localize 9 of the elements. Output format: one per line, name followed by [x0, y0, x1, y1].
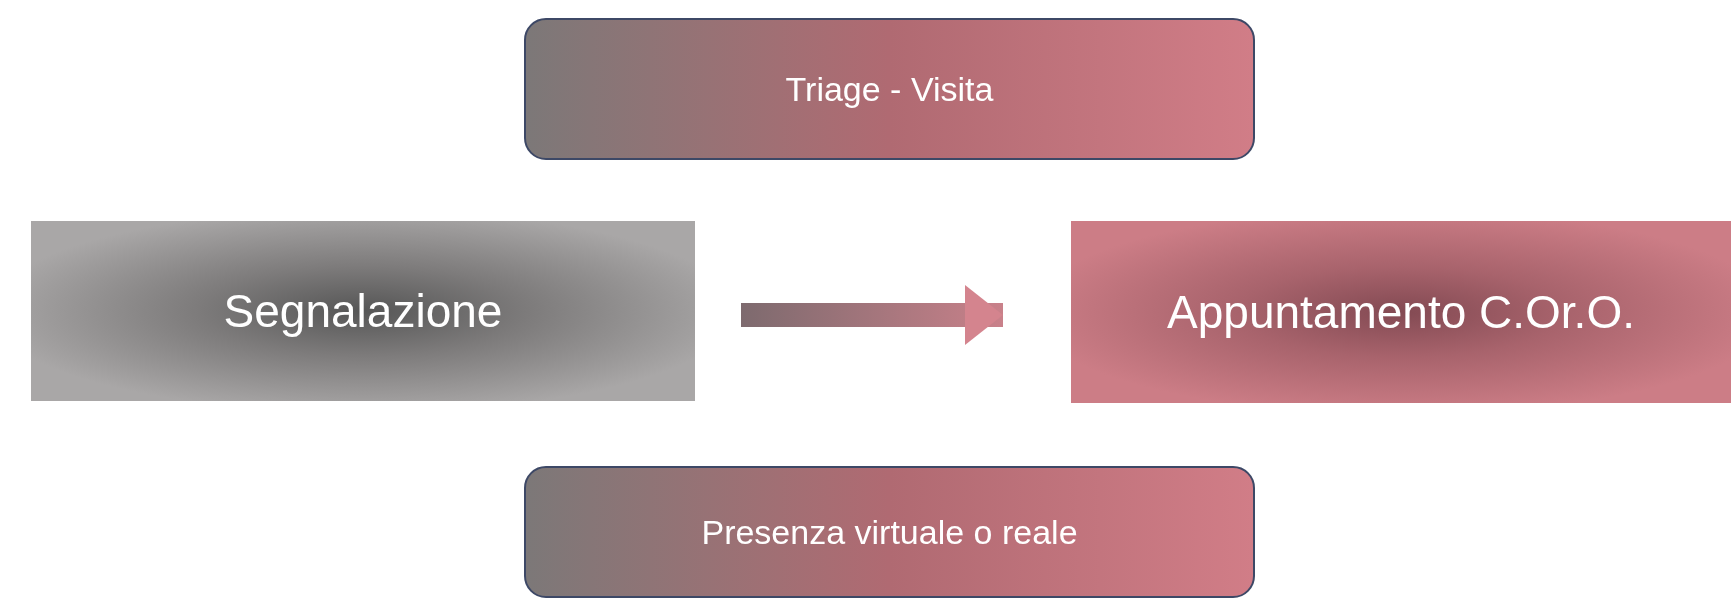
- block-arrow: [741, 285, 1003, 345]
- node-label: Segnalazione: [223, 283, 503, 339]
- rounded-box: [524, 18, 1255, 160]
- node-label: Triage - Visita: [785, 68, 994, 110]
- node-label: Appuntamento C.Or.O.: [1167, 284, 1635, 340]
- rounded-box: [524, 466, 1255, 598]
- process-box: [31, 221, 695, 401]
- node-label: Presenza virtuale o reale: [701, 511, 1078, 553]
- process-box: [1071, 221, 1731, 403]
